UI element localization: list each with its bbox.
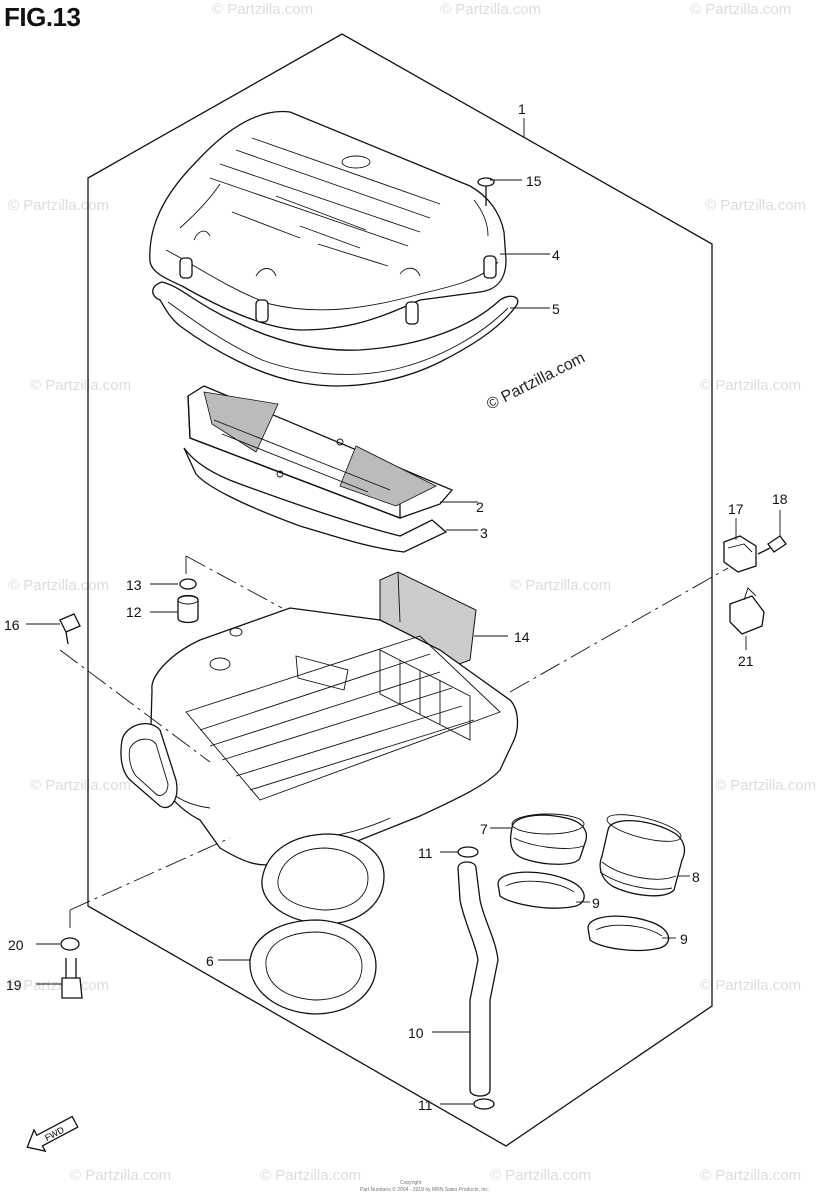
watermark: © Partzilla.com <box>705 197 806 214</box>
callout-labels: 1 2 3 4 5 6 7 8 9 9 10 11 11 12 13 14 15… <box>4 101 788 1113</box>
watermark: © Partzilla.com <box>700 977 801 994</box>
air-cleaner-cap <box>149 110 507 331</box>
footer-copyright: Copyright <box>400 1180 422 1186</box>
footer-part-numbers: Part Numbers © 2004 - 2018 by MRN Sales … <box>360 1186 489 1193</box>
watermark-layer: © Partzilla.com © Partzilla.com © Partzi… <box>8 1 816 1184</box>
air-filter-element <box>187 385 454 519</box>
callout-5: 5 <box>552 301 560 317</box>
clamp-9a <box>497 871 585 909</box>
intake-ring <box>249 833 385 1015</box>
callout-16: 16 <box>4 617 20 633</box>
callout-1: 1 <box>518 101 526 117</box>
callout-12: 12 <box>126 604 142 620</box>
watermark: © Partzilla.com <box>70 1167 171 1184</box>
o-ring-20 <box>60 937 80 951</box>
watermark: © Partzilla.com <box>690 1 791 18</box>
watermark: © Partzilla.com <box>700 377 801 394</box>
drain-plug-19 <box>61 958 83 999</box>
watermark-center: © Partzilla.com <box>484 349 588 413</box>
callout-18: 18 <box>772 491 788 507</box>
watermark: © Partzilla.com <box>30 377 131 394</box>
callout-8: 8 <box>692 869 700 885</box>
filter-seal <box>183 447 448 553</box>
watermark: © Partzilla.com <box>212 1 313 18</box>
callout-21: 21 <box>738 653 754 669</box>
screw-18 <box>757 535 787 555</box>
drain-hose <box>457 861 499 1097</box>
callout-9a: 9 <box>592 895 600 911</box>
clamp-and-cap <box>177 578 199 624</box>
watermark: © Partzilla.com <box>8 197 109 214</box>
callout-3: 3 <box>480 525 488 541</box>
callout-19: 19 <box>6 977 22 993</box>
callout-14: 14 <box>514 629 530 645</box>
watermark: © Partzilla.com <box>490 1167 591 1184</box>
watermark: © Partzilla.com <box>260 1167 361 1184</box>
callout-10: 10 <box>408 1025 424 1041</box>
figure-title: FIG.13 <box>4 2 81 32</box>
intake-funnel-7 <box>509 813 588 865</box>
callout-17: 17 <box>728 501 744 517</box>
callout-2: 2 <box>476 499 484 515</box>
leader-lines <box>26 118 781 1105</box>
watermark: © Partzilla.com <box>8 977 109 994</box>
callout-4: 4 <box>552 247 560 263</box>
watermark: © Partzilla.com <box>8 577 109 594</box>
callout-13: 13 <box>126 577 142 593</box>
callout-7: 7 <box>480 821 488 837</box>
fwd-arrow-icon: FWD <box>26 1115 79 1153</box>
watermark: © Partzilla.com <box>30 777 131 794</box>
callout-6: 6 <box>206 953 214 969</box>
sensor-17 <box>723 535 757 573</box>
air-cleaner-case <box>120 607 519 866</box>
hose-clamp-11a <box>457 846 479 858</box>
clamp-9b <box>587 915 670 952</box>
bolt-16 <box>59 613 81 645</box>
callout-11a: 11 <box>418 845 433 861</box>
callout-9b: 9 <box>680 931 688 947</box>
watermark: © Partzilla.com <box>700 1167 801 1184</box>
watermark: © Partzilla.com <box>510 577 611 594</box>
intake-funnel-8 <box>599 814 686 897</box>
reference-line <box>185 555 283 609</box>
watermark: © Partzilla.com <box>715 777 816 794</box>
callout-20: 20 <box>8 937 24 953</box>
watermark: © Partzilla.com <box>440 1 541 18</box>
callout-15: 15 <box>526 173 542 189</box>
reference-line <box>69 837 231 928</box>
reference-line <box>59 649 211 763</box>
hose-clamp-11b <box>473 1098 495 1110</box>
cap-seal <box>152 281 519 387</box>
sensor-21 <box>729 587 765 635</box>
reference-line <box>509 567 729 693</box>
screw-15 <box>477 177 495 206</box>
assembly-boundary-box <box>87 33 713 1147</box>
callout-11b: 11 <box>418 1097 433 1113</box>
